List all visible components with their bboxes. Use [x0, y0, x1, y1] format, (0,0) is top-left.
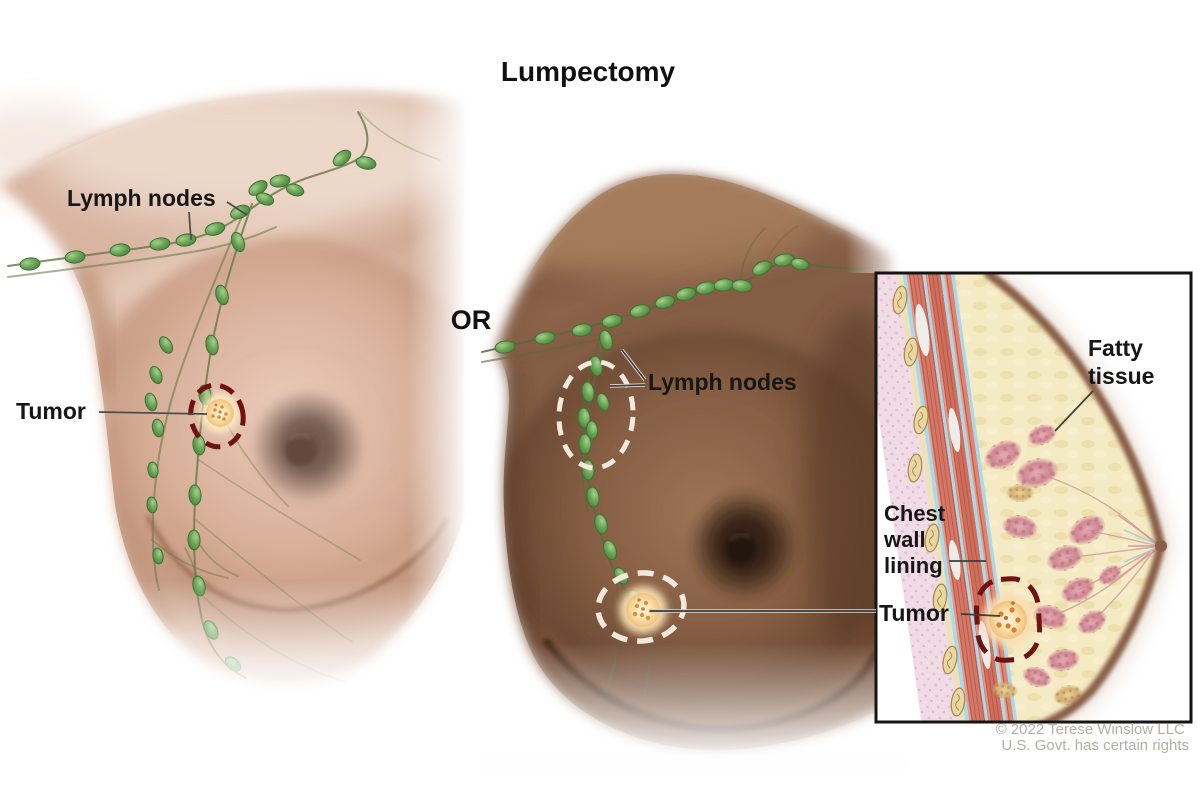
fatty-tissue-label: Fatty tissue [1088, 335, 1154, 389]
right-figure-labels: Lymph nodes [609, 348, 797, 395]
copyright-credit: © 2022 Terese Winslow LLC U.S. Govt. has… [996, 721, 1189, 754]
page-title: Lumpectomy [501, 56, 676, 87]
lymph-nodes-pointer-line [188, 211, 192, 241]
lymph-nodes-pointer-line [226, 201, 248, 216]
inset-labels: Fatty tissue Chest wall lining Tumor [879, 335, 1154, 626]
fatty-tissue-pointer-line [1054, 390, 1094, 432]
lymph-nodes-pointer-line [609, 384, 646, 387]
inset-border [874, 271, 1193, 724]
nipple-right [726, 534, 756, 564]
lymph-nodes-label-right: Lymph nodes [648, 369, 797, 395]
lymph-nodes-left [19, 149, 377, 672]
glandular-pattern [224, 346, 399, 511]
cross-section-inset: Fatty tissue Chest wall lining Tumor [874, 271, 1193, 724]
tumor-pointer-line [98, 411, 208, 415]
fade-right-bottom [480, 640, 910, 801]
removal-dash-circle-left-tumor [188, 382, 246, 450]
chest-wall-lining-label: Chest wall lining [883, 501, 951, 578]
lymph-nodes-right [494, 253, 810, 606]
removal-dash-outline-inset-tumor [973, 576, 1043, 663]
tumor-label-left: Tumor [16, 398, 86, 424]
tumor-label-inset: Tumor [879, 600, 949, 626]
left-figure-labels: Lymph nodes Tumor [16, 185, 248, 424]
tumor-inset-pointer-line [960, 613, 1001, 617]
tumor-inset [982, 594, 1034, 646]
fade-left-bottom [0, 578, 500, 801]
fade-right-top-edge [844, 0, 924, 273]
lymph-nodes-label-left: Lymph nodes [67, 185, 216, 211]
tumor-left [200, 393, 240, 433]
removal-dash-circle-right-lymph-nodes [556, 359, 636, 471]
chest-wall-layers [877, 274, 1022, 721]
nipple-left [285, 434, 317, 466]
lymph-nodes-pointer-line [621, 349, 646, 381]
tumor-right [619, 586, 667, 634]
or-connector-label: OR [451, 305, 492, 335]
